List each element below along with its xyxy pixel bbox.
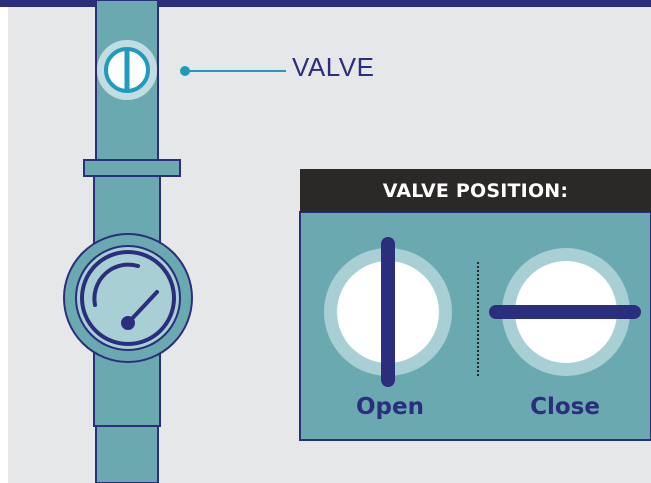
open-position-knob xyxy=(324,237,452,387)
pipe-flange xyxy=(83,159,181,177)
pipe-lower xyxy=(95,425,159,483)
top-bar xyxy=(0,0,651,7)
close-position-knob xyxy=(489,248,641,376)
open-label: Open xyxy=(356,394,424,420)
pressure-gauge-icon xyxy=(63,233,193,363)
valve-label: VALVE xyxy=(292,52,375,82)
valve-callout-line xyxy=(180,66,286,76)
close-label: Close xyxy=(530,394,600,420)
panel-title: VALVE POSITION: xyxy=(382,179,569,202)
valve-handle-icon xyxy=(97,40,157,100)
